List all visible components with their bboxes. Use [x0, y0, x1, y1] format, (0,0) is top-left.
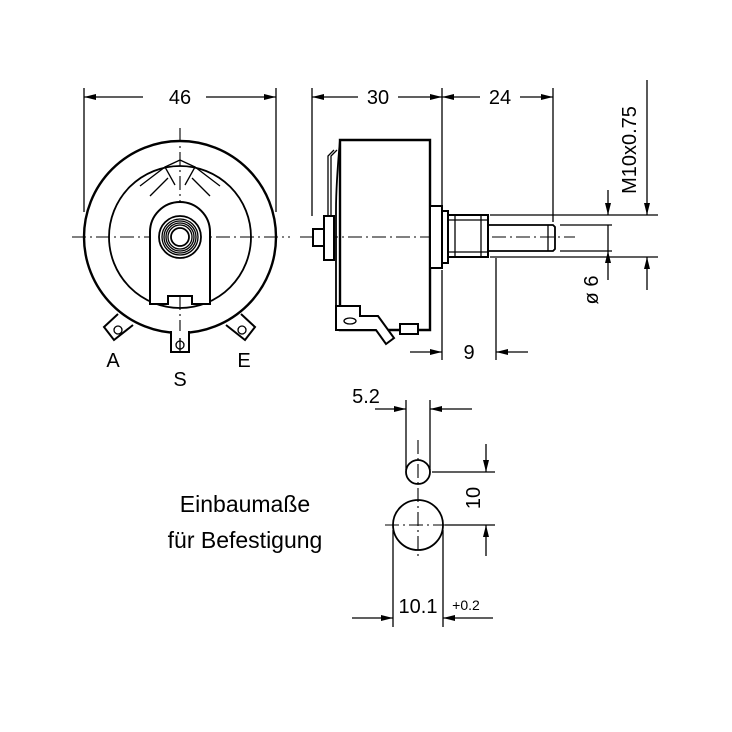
- front-view: A S E 46: [72, 87, 290, 391]
- dim-hole-diameter: [352, 530, 493, 627]
- terminal-e-tab: [225, 313, 257, 342]
- dim-thread: [490, 80, 658, 226]
- terminal-s-tab: [170, 331, 190, 353]
- caption-line-1: Einbaumaße: [180, 491, 310, 517]
- terminal-e-label: E: [237, 350, 250, 372]
- dim-hole-offset: [375, 400, 472, 470]
- terminal-a-label: A: [106, 350, 120, 372]
- side-threaded-bushing: [447, 214, 489, 258]
- side-terminal-lug: [335, 305, 419, 346]
- dim-hole-offset-label: 5.2: [352, 386, 380, 408]
- dim-shaft-diameter: [490, 225, 658, 290]
- front-shaft-bushing: [158, 215, 202, 259]
- side-shaft: [488, 224, 556, 252]
- dim-shaft-24: [442, 88, 554, 222]
- terminal-s-label: S: [173, 369, 186, 391]
- dim-hole-tolerance-label: +0.2: [452, 597, 480, 613]
- dim-width-46-label: 46: [169, 87, 191, 109]
- caption-line-2: für Befestigung: [168, 527, 323, 553]
- mounting-holes-view: 5.2 10 10.1 +0.2 Einbaumaße für Befestig…: [168, 386, 495, 627]
- dim-length-30: [311, 88, 443, 216]
- side-housing-body: [338, 138, 432, 332]
- dim-thread-label: M10x0.75: [619, 106, 641, 194]
- side-view: 30 24 9 M10x0.75: [300, 80, 658, 364]
- side-mounting-flange: [429, 205, 443, 269]
- dim-hole-spacing-label: 10: [463, 487, 485, 509]
- side-back-nub: [312, 228, 325, 247]
- terminal-a-tab: [102, 313, 134, 342]
- dim-bushing-9-label: 9: [463, 342, 474, 364]
- dim-shaft-diameter-label: ø 6: [581, 276, 603, 305]
- dim-hole-diameter-label: 10.1: [399, 596, 438, 618]
- side-back-bracket: [327, 149, 335, 225]
- front-winding-ring: [108, 165, 252, 309]
- dim-length-30-label: 30: [367, 87, 389, 109]
- dim-width-46: [83, 88, 277, 212]
- dim-bushing-9: [410, 258, 528, 360]
- side-back-plate: [323, 215, 335, 261]
- dim-shaft-24-label: 24: [489, 87, 511, 109]
- front-contact-spokes: [139, 159, 221, 197]
- dim-hole-spacing: [432, 444, 495, 556]
